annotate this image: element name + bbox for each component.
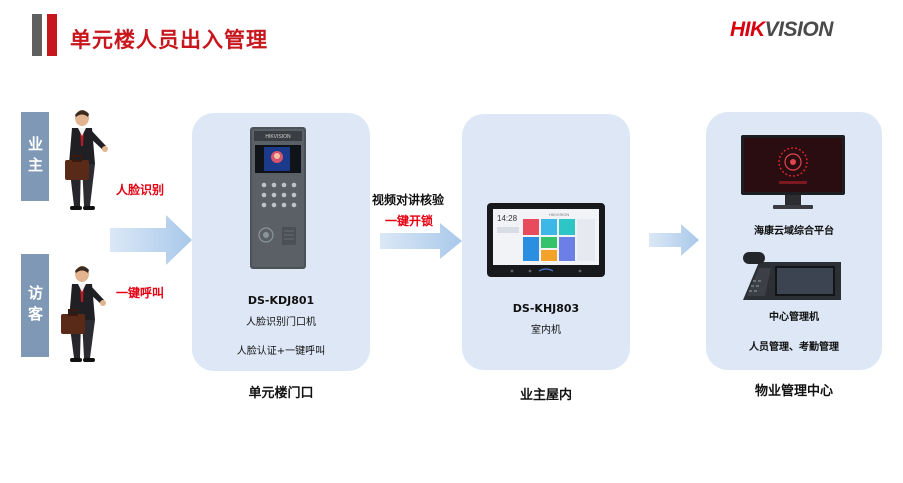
door-station-name: 人脸识别门口机 [192,313,370,328]
owner-tag: 业主 [21,112,49,201]
platform-name: 海康云域综合平台 [706,222,882,237]
center-station-name: 中心管理机 [706,308,882,323]
flow-arrow-1 [110,215,192,265]
door-station-model: DS-KDJ801 [192,294,370,307]
center-location-caption: 物业管理中心 [706,380,882,399]
header-accent-bar-grey [32,14,42,56]
indoor-location-caption: 业主屋内 [462,384,630,403]
flow-arrow-3 [649,224,699,256]
intercom-verify-label: 视频对讲核验 [372,191,444,208]
flow-arrow-2 [380,223,462,259]
visitor-person-icon [56,262,116,372]
indoor-screen-brand: HIKVISION [549,212,569,217]
indoor-station-name: 室内机 [462,321,630,336]
door-station-feature: 人脸认证+一键呼叫 [192,342,370,357]
owner-person-icon [56,106,116,216]
center-station-desc: 人员管理、考勤管理 [706,338,882,353]
indoor-station-model: DS-KHJ803 [462,302,630,315]
indoor-screen-time: 14:28 [497,214,518,223]
owner-tag-label: 业主 [24,136,46,178]
door-location-caption: 单元楼门口 [192,382,370,401]
center-station-device-image [739,250,845,304]
visitor-tag-label: 访客 [24,285,46,327]
door-station-device-image: HIKVISION [250,127,306,269]
svg-text:HIKVISION: HIKVISION [265,134,291,140]
page-title: 单元楼人员出入管理 [70,24,268,54]
owner-action-label: 人脸识别 [116,181,164,198]
visitor-tag: 访客 [21,254,49,357]
indoor-station-device-image: 14:28 HIKVISION [487,203,605,277]
visitor-action-label: 一键呼叫 [116,284,164,301]
platform-monitor-image [741,135,845,215]
hikvision-logo: HIKVISION [730,18,833,42]
header-accent-bar-red [47,14,57,56]
